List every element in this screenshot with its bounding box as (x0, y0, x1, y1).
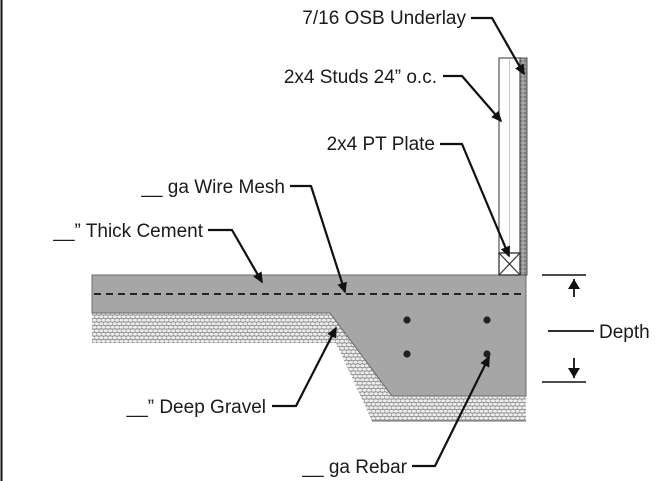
pt-plate (498, 252, 521, 276)
osb-sheathing (519, 57, 528, 276)
plate-leader (440, 142, 511, 258)
gravel-leader (272, 326, 337, 408)
gravel-label: __” Deep Gravel (126, 397, 266, 418)
rebar-dot (483, 350, 491, 358)
depth-label: Depth (599, 322, 650, 343)
rebar-dot (403, 350, 411, 358)
rebar-dot (483, 316, 491, 324)
depth-dimension (542, 274, 594, 383)
osb-label: 7/16 OSB Underlay (302, 8, 466, 29)
cement-label: __” Thick Cement (52, 221, 203, 242)
osb-leader (471, 16, 525, 76)
rebar-label: __ ga Rebar (301, 457, 407, 478)
rebar-leader (412, 355, 490, 468)
mesh-label: __ ga Wire Mesh (140, 177, 285, 198)
studs-label: 2x4 Studs 24” o.c. (284, 67, 437, 88)
mesh-leader (290, 184, 347, 294)
gravel-layer (92, 313, 526, 421)
studs-leader (443, 74, 503, 123)
plate-label: 2x4 PT Plate (327, 134, 435, 155)
cement-leader (208, 228, 263, 284)
rebar-dot (403, 316, 411, 324)
